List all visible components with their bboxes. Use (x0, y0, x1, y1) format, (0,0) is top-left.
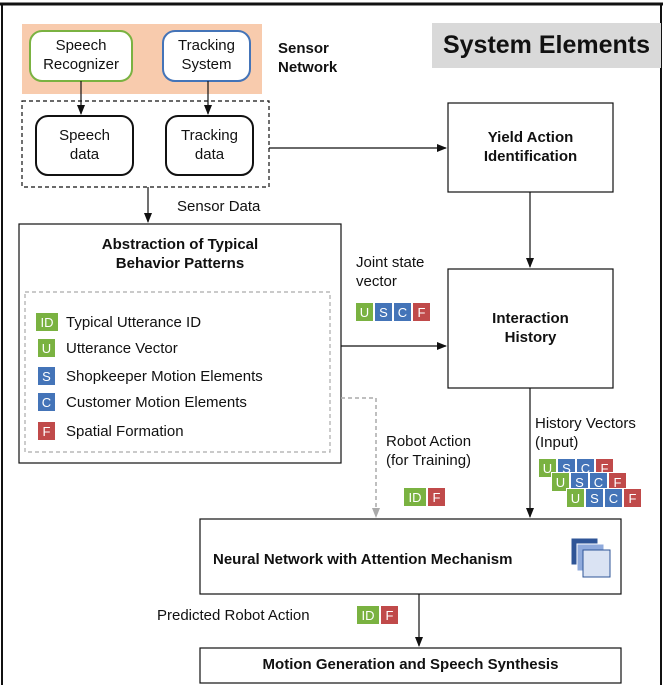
legend-tag-c: C (37, 392, 56, 412)
neural-network-label: Neural Network with Attention Mechanism (213, 551, 513, 568)
history-3-tag-u: U (566, 488, 585, 508)
sensor-data-container (21, 100, 270, 188)
neural-network-box (199, 518, 622, 595)
legend-tag-u: U (37, 338, 56, 358)
arrow-training-path (341, 397, 380, 518)
predicted-action-label: Predicted Robot Action (157, 607, 310, 624)
yield-action-box (447, 102, 614, 193)
legend-text-u: Utterance Vector (66, 340, 178, 357)
tracking-system-box (162, 30, 251, 82)
yield-action-label: Yield Action Identification (483, 129, 578, 165)
history-vectors-label: History Vectors (Input) (535, 415, 636, 451)
speech-data-label: Speech data (59, 127, 110, 163)
tracking-system-label: Tracking System (178, 37, 235, 73)
legend-text-id: Typical Utterance ID (66, 314, 202, 331)
joint-state-label: Joint state vector (356, 254, 425, 290)
legend-tag-id: ID (35, 312, 59, 332)
sensor-network-label: Sensor Network (278, 40, 338, 76)
joint-tag-f: F (412, 302, 431, 322)
interaction-history-label: Interaction History (492, 310, 569, 346)
legend-tag-s: S (37, 366, 56, 386)
interaction-history-box (447, 268, 614, 389)
abstraction-box (18, 223, 342, 464)
legend-text-c: Customer Motion Elements (66, 394, 247, 411)
speech-data-box (35, 115, 134, 176)
motion-generation-box (199, 647, 622, 684)
joint-tag-c: C (393, 302, 412, 322)
legend-container (24, 291, 331, 453)
tracking-data-label: Tracking data (181, 127, 238, 163)
legend-tag-f: F (37, 421, 56, 441)
legend-text-f: Spatial Formation (66, 423, 184, 440)
history-2-tag-s: S (570, 472, 589, 492)
stacked-layers-icon (570, 537, 611, 578)
tracking-data-box (165, 115, 254, 176)
history-3-tag-s: S (585, 488, 604, 508)
motion-generation-label: Motion Generation and Speech Synthesis (262, 656, 559, 673)
abstraction-title: Abstraction of Typical Behavior Patterns (101, 236, 259, 272)
title: System Elements (442, 31, 651, 59)
joint-tag-s: S (374, 302, 393, 322)
predicted-tag-f: F (380, 605, 399, 625)
history-2-tag-u: U (551, 472, 570, 492)
predicted-tag-id: ID (356, 605, 380, 625)
title-background (432, 23, 661, 68)
legend-text-s: Shopkeeper Motion Elements (66, 368, 263, 385)
robot-action-tag-f: F (427, 487, 446, 507)
sensor-data-label: Sensor Data (177, 198, 261, 215)
history-3-tag-f: F (623, 488, 642, 508)
speech-recognizer-label: Speech Recognizer (43, 37, 119, 73)
joint-tag-u: U (355, 302, 374, 322)
history-3-tag-c: C (604, 488, 623, 508)
robot-action-label: Robot Action (for Training) (386, 433, 472, 469)
robot-action-tag-id: ID (403, 487, 427, 507)
